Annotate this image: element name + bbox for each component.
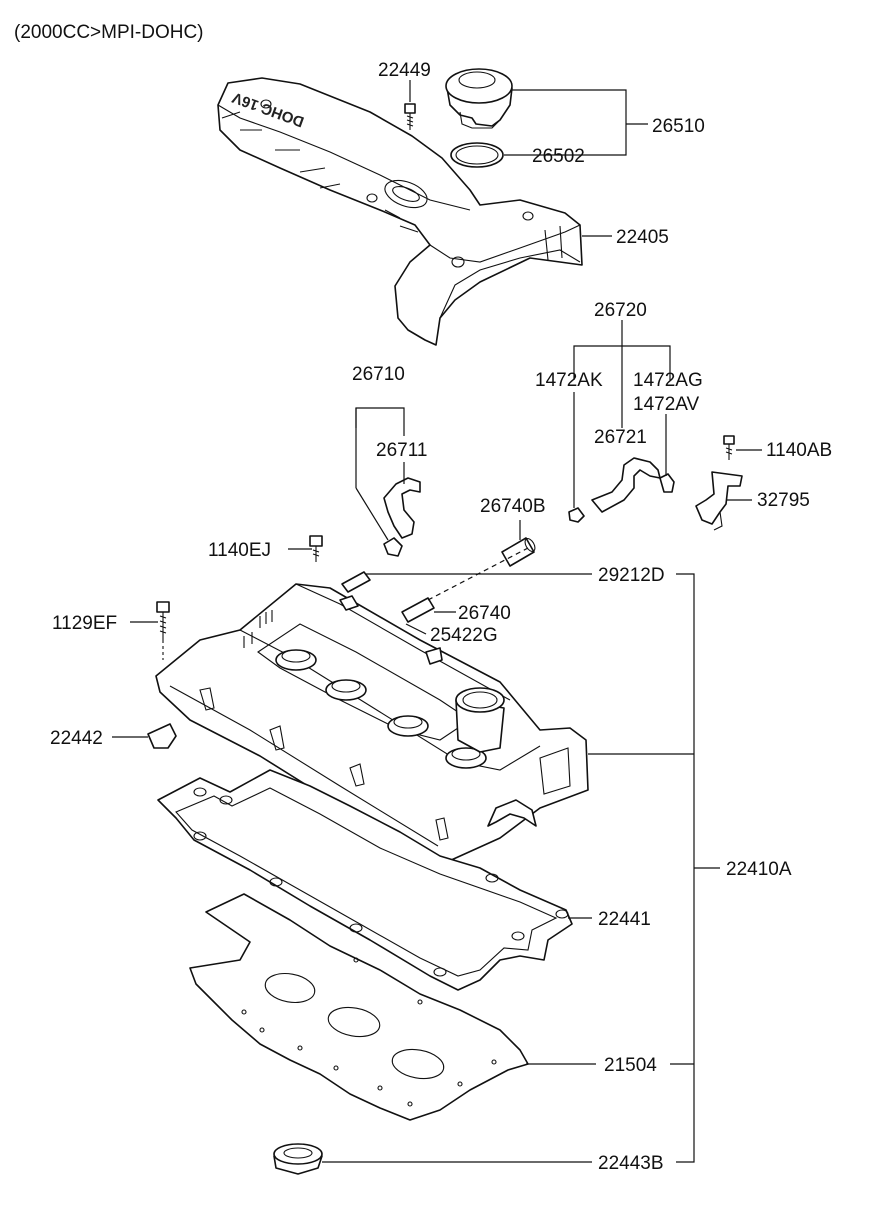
- gasket-22441: [157, 769, 573, 991]
- label-22405: 22405: [616, 227, 669, 248]
- label-21504: 21504: [604, 1055, 657, 1076]
- seal-22442: [147, 723, 177, 749]
- label-29212D: 29212D: [598, 565, 665, 586]
- label-1140AB: 1140AB: [766, 440, 832, 461]
- diagram-title: (2000CC>MPI-DOHC): [14, 22, 204, 43]
- nipple-26740: [401, 597, 435, 623]
- label-22442: 22442: [50, 728, 103, 749]
- label-26740: 26740: [458, 603, 511, 624]
- bolt-22449: [404, 103, 416, 130]
- label-1129EF: 1129EF: [52, 613, 117, 634]
- leader-lines: [112, 80, 762, 1163]
- label-1472AK: 1472AK: [535, 370, 603, 391]
- plug-22443B: [273, 1143, 323, 1175]
- label-1140EJ: 1140EJ: [208, 540, 271, 561]
- label-26721: 26721: [594, 427, 647, 448]
- label-22441: 22441: [598, 909, 651, 930]
- hose-clip-26710: [383, 537, 403, 557]
- oil-filler-cap: [445, 68, 513, 129]
- hose-clip-1472AG: [659, 473, 675, 493]
- rocker-cover: [155, 583, 589, 867]
- engine-cover: DOHC 16V: [217, 77, 583, 346]
- label-26740B: 26740B: [480, 496, 546, 517]
- part-labels: 22449 26510 26502 22405 26720 1472AK 147…: [50, 60, 832, 1174]
- o-ring: [450, 142, 504, 168]
- pcv-hose-26711: [383, 477, 421, 539]
- bracket-32795: [695, 471, 743, 531]
- label-26720: 26720: [594, 300, 647, 321]
- label-26502: 26502: [532, 146, 585, 167]
- label-1472AV: 1472AV: [633, 394, 700, 415]
- label-22443B: 22443B: [598, 1153, 664, 1174]
- bolt-1140EJ: [309, 535, 323, 562]
- baffle-plate-21504: [189, 893, 529, 1121]
- label-26710: 26710: [352, 364, 405, 385]
- tube-26740B: [501, 537, 536, 567]
- label-26711: 26711: [376, 440, 427, 461]
- bolt-1129EF: [156, 601, 170, 660]
- label-25422G: 25422G: [430, 625, 498, 646]
- label-26510: 26510: [652, 116, 705, 137]
- breather-hose-26721: [591, 457, 661, 513]
- label-22410A: 22410A: [726, 859, 792, 880]
- bolt-1140AB: [723, 435, 735, 460]
- fitting-29212D: [341, 571, 371, 593]
- label-1472AG: 1472AG: [633, 370, 703, 391]
- label-32795: 32795: [757, 490, 810, 511]
- hose-clip-1472AK: [568, 507, 585, 523]
- label-22449: 22449: [378, 60, 431, 81]
